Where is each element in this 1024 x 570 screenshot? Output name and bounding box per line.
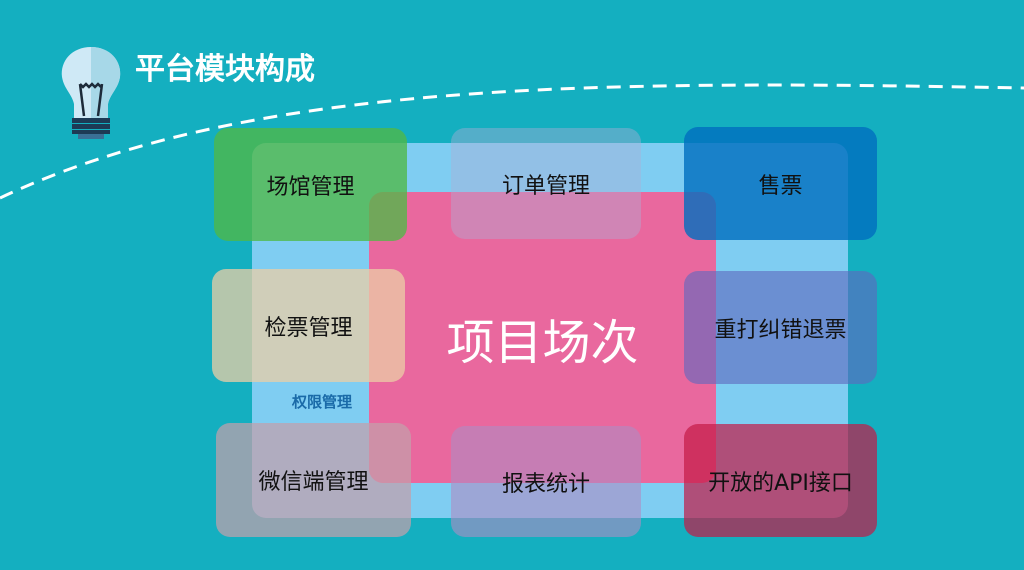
module-label: 售票	[758, 173, 803, 199]
module-label: 检票管理	[264, 315, 353, 341]
module-reprint-refund: 重打纠错退票	[684, 271, 877, 384]
module-ticket-check: 检票管理	[212, 269, 405, 382]
permission-label: 权限管理	[292, 393, 353, 411]
module-wechat: 微信端管理	[216, 423, 411, 537]
module-open-api: 开放的API接口	[684, 424, 877, 537]
module-label: 微信端管理	[258, 470, 369, 495]
module-label: 开放的API接口	[708, 470, 853, 496]
module-venue: 场馆管理	[214, 128, 407, 241]
module-ticketing: 售票	[684, 127, 877, 240]
page-title: 平台模块构成	[135, 52, 315, 87]
module-orders: 订单管理	[451, 128, 641, 239]
module-reports: 报表统计	[451, 426, 641, 537]
module-label: 场馆管理	[266, 174, 355, 200]
core-label: 项目场次	[446, 314, 639, 371]
module-label: 重打纠错退票	[714, 317, 847, 343]
module-label: 报表统计	[501, 471, 590, 497]
module-label: 订单管理	[501, 173, 590, 199]
lightbulb-icon	[58, 44, 124, 143]
